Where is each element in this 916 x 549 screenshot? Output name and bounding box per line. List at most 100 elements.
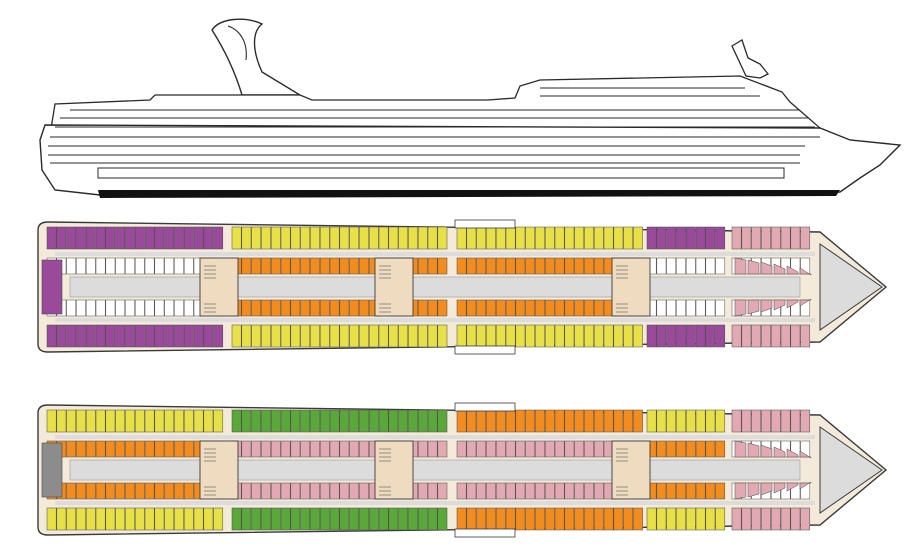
cabin [741,409,752,433]
cabin [584,482,594,500]
cabin [213,507,224,531]
cabin [603,507,614,531]
cabin [105,482,116,500]
cabin [603,226,614,250]
cabin [780,482,791,500]
cabin [476,226,487,250]
cabin [780,440,791,458]
cabin [280,324,291,348]
cabin [349,257,360,275]
cabin [715,257,726,275]
cabin [695,257,706,275]
cabin [437,507,448,531]
cabin [261,409,271,433]
cabin [339,440,350,458]
cabin [705,257,716,275]
cabin [593,299,604,317]
cabin [456,226,467,250]
cabin [731,409,742,433]
cabin [388,324,399,348]
cabin [466,507,477,531]
cabin [388,226,399,250]
cabin [476,409,487,433]
cabin [368,409,379,433]
cabin [456,507,467,531]
cabin [46,324,57,348]
cabin [456,440,467,458]
cabin [437,299,448,317]
cabin [144,324,155,348]
cabin [398,409,409,433]
cabin [623,324,634,348]
cabin [359,440,369,458]
cabin [666,440,677,458]
inner-cabin-row-starboard [46,482,811,500]
cabin [747,259,760,275]
cabin [66,507,77,531]
cabin [790,409,801,433]
cabin [741,226,752,250]
cabin [300,299,311,317]
cabin [623,507,634,531]
cabin [437,226,448,250]
cabin [251,507,262,531]
cabin [554,440,565,458]
cabin [731,226,742,250]
cabin [319,409,330,433]
cabin [780,409,791,433]
cabin [715,324,726,348]
cabin [715,299,726,317]
cabin [495,299,506,317]
cabin [359,507,369,531]
cabin [95,324,106,348]
cabin [280,507,291,531]
cabin [241,409,252,433]
cabin [183,257,194,275]
cabin [505,482,516,500]
cabin [646,226,657,250]
cabin [535,226,545,250]
cabin [554,409,565,433]
cabin [261,226,271,250]
cabin [800,507,811,531]
cabin [456,482,467,500]
cabin [666,226,677,250]
cabin [770,226,781,250]
cabin [329,257,340,275]
cabin [46,409,57,433]
cabin [46,507,57,531]
cabin [290,440,301,458]
cabin [300,482,311,500]
cabin [134,409,145,433]
cabin [593,226,604,250]
cabin [115,257,126,275]
cabin [408,324,418,348]
cabin [290,226,301,250]
cabin [290,257,301,275]
cabin [437,257,448,275]
cabin [125,257,135,275]
cabin [349,409,360,433]
cabin [525,409,536,433]
cabin [251,257,262,275]
cabin [310,324,320,348]
cabin [564,324,575,348]
cabin [695,440,706,458]
cabin [261,507,271,531]
cabin [505,299,516,317]
cabin [747,482,760,498]
cabin [46,226,57,250]
cabin [476,507,487,531]
cabin [144,257,155,275]
cabin [76,324,86,348]
cabin [105,324,116,348]
central-passage [69,276,801,298]
cabin [593,257,604,275]
cabin [85,324,96,348]
cabin [261,324,271,348]
cabin [773,482,786,494]
cabin [456,299,467,317]
cabin [319,324,330,348]
cabin [280,409,291,433]
